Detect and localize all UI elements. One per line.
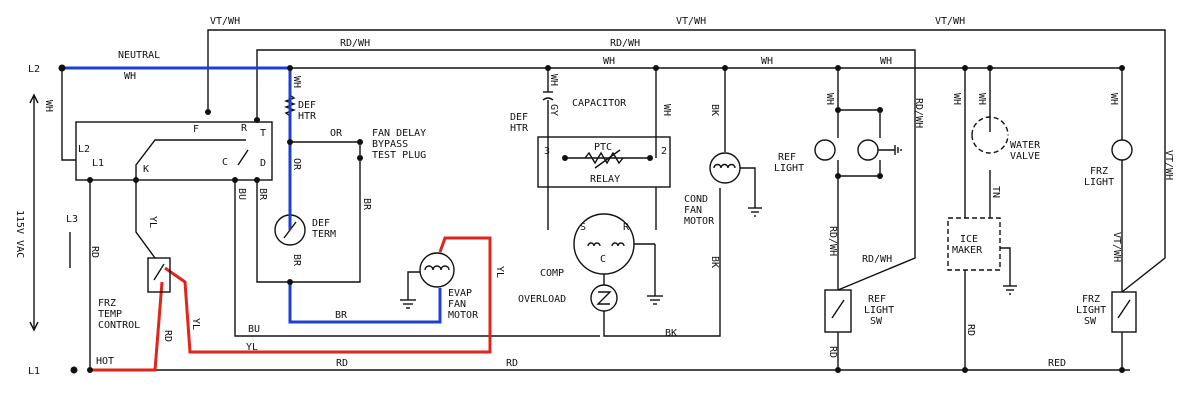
wh-label-def: WH <box>291 76 302 88</box>
vt-wh-label-3: VT/WH <box>935 16 965 27</box>
vt-wh-label-5: VT/WH <box>1111 232 1122 262</box>
br-label-term: BR <box>291 254 302 267</box>
wh-label-frz: WH <box>1108 93 1119 105</box>
terminal-l1: L1 <box>28 366 40 377</box>
gy-label: GY <box>548 104 559 116</box>
timer-d: D <box>260 158 266 169</box>
vt-wh-label-2: VT/WH <box>676 16 706 27</box>
yl-label-bottom: YL <box>246 342 258 353</box>
rd-label-frz: RD <box>162 330 173 342</box>
rd-label-left: RD <box>89 246 100 258</box>
hot-yl-wire <box>164 236 492 354</box>
wiring-lines <box>29 29 1166 371</box>
junction-dots <box>59 65 1125 373</box>
rd-wh-label-2: RD/WH <box>610 38 640 49</box>
wh-label-neutral: WH <box>124 71 136 82</box>
relay-pin-2: 2 <box>661 146 667 157</box>
relay-pin-3: 3 <box>544 146 550 157</box>
wh-label-bus-1: WH <box>603 56 615 67</box>
hot-wire <box>88 281 164 372</box>
highlighted-wires <box>60 66 492 372</box>
yl-label-evap: YL <box>494 266 505 278</box>
wh-label-ref: WH <box>824 93 835 105</box>
bk-label-v: BK <box>709 256 720 268</box>
comp-c: C <box>600 254 606 265</box>
wh-label-left: WH <box>43 100 54 112</box>
bu-label-v: BU <box>236 188 247 200</box>
capacitor-label: CAPACITOR <box>572 98 627 109</box>
comp-r: R <box>623 222 630 233</box>
labels: L2 L1 115V VAC L3 NEUTRAL WH HOT WH RD L… <box>14 16 1174 377</box>
neutral-return-wire <box>288 282 442 324</box>
rd-wh-label-1: RD/WH <box>340 38 370 49</box>
yl-label-frz: YL <box>190 318 201 330</box>
timer-k: K <box>143 164 149 175</box>
terminal-l2: L2 <box>28 64 40 75</box>
wh-label-bus-2: WH <box>761 56 773 67</box>
yl-label-k: YL <box>147 216 158 228</box>
neutral-label: NEUTRAL <box>118 50 160 61</box>
wh-label-relay: WH <box>661 104 672 116</box>
timer-c: C <box>222 157 228 168</box>
br-label-v: BR <box>257 188 268 201</box>
tn-label: TN <box>990 186 1001 198</box>
rd-label-bus-1: RD <box>336 358 348 369</box>
timer-f: F <box>193 124 199 135</box>
wh-label-valve2: WH <box>976 93 987 105</box>
supply-voltage: 115V VAC <box>14 210 25 258</box>
br-label-right: BR <box>361 198 372 211</box>
timer-r: R <box>241 123 248 134</box>
frz-temp-control-switch <box>147 257 171 293</box>
hot-label: HOT <box>96 356 114 367</box>
timer-t: T <box>260 128 266 139</box>
bu-label-bottom: BU <box>248 324 260 335</box>
comp-s: S <box>580 222 586 233</box>
or-label-v: OR <box>291 158 302 171</box>
bk-label-bottom: BK <box>665 328 677 339</box>
rd-label-bus-2: RD <box>506 358 518 369</box>
l3-label: L3 <box>66 214 78 225</box>
overload-label: OVERLOAD <box>518 294 566 305</box>
neutral-wire <box>60 66 292 230</box>
rd-wh-label-3: RD/WH <box>913 98 924 128</box>
ptc-label: PTC <box>594 142 612 153</box>
or-label: OR <box>330 128 343 139</box>
l2-terminal-lug <box>58 64 66 72</box>
br-label-bottom: BR <box>335 310 348 321</box>
timer-l1: L1 <box>92 158 104 169</box>
vt-wh-label-4: VT/WH <box>1163 150 1174 180</box>
wh-label-bus-3: WH <box>880 56 892 67</box>
comp-label: COMP <box>540 268 564 279</box>
relay-label: RELAY <box>590 174 620 185</box>
rd-wh-label-5: RD/WH <box>827 226 838 256</box>
wh-label-valve1: WH <box>951 93 962 105</box>
red-label: RED <box>1048 358 1066 369</box>
rd-wh-label-4: RD/WH <box>862 254 892 265</box>
wh-label-cap: WH <box>548 74 559 86</box>
l1-terminal-lug <box>70 366 78 374</box>
vt-wh-label-1: VT/WH <box>210 16 240 27</box>
rd-label-ice: RD <box>965 324 976 336</box>
bk-label-cond: BK <box>709 104 720 116</box>
timer-l2: L2 <box>78 144 90 155</box>
rd-label-ref-sw: RD <box>827 346 838 358</box>
